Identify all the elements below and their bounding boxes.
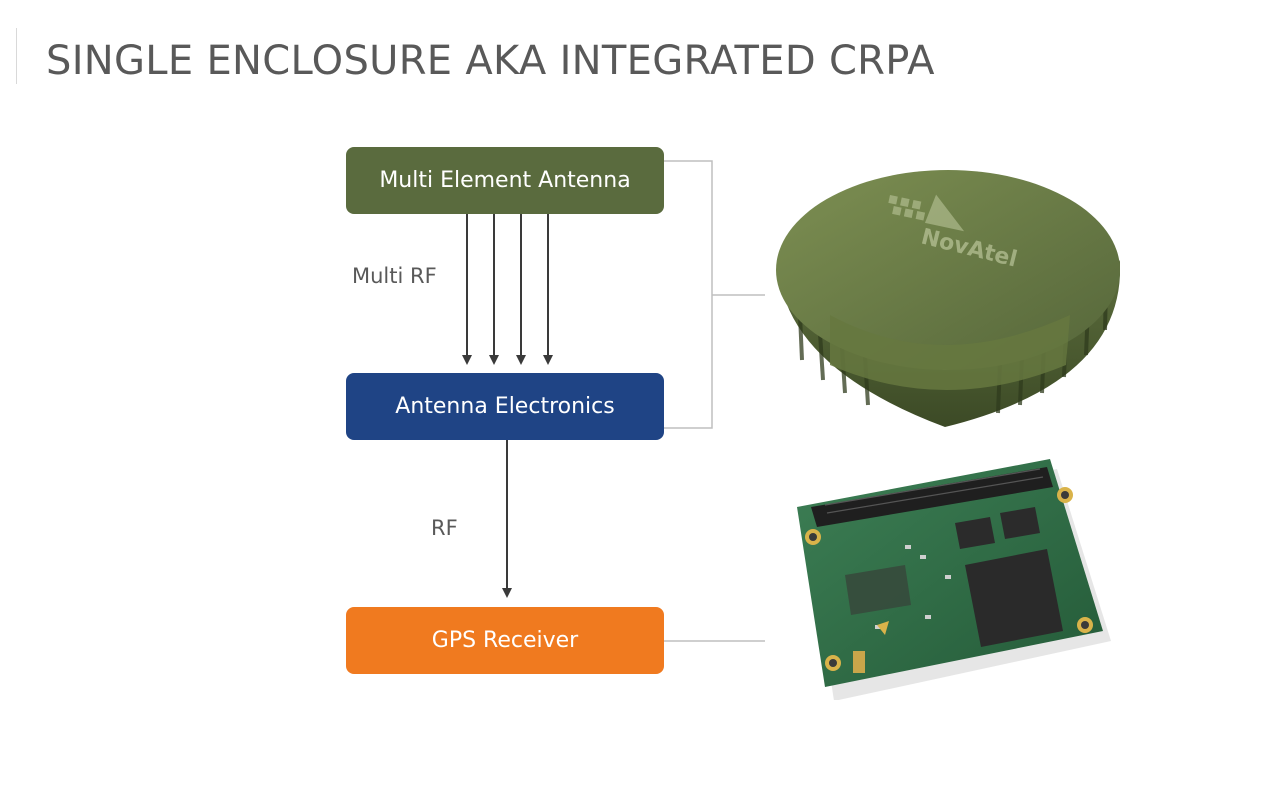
title-accent-line xyxy=(16,28,17,84)
gps-receiver-label: GPS Receiver xyxy=(431,628,579,653)
multi-rf-label: Multi RF xyxy=(352,264,437,288)
gps-receiver-board-image xyxy=(797,459,1111,700)
crpa-antenna-image: NovAtel xyxy=(776,170,1120,427)
antenna-electronics-box: Antenna Electronics xyxy=(346,373,664,440)
slide-title: SINGLE ENCLOSURE AKA INTEGRATED CRPA xyxy=(46,38,935,84)
multi-element-antenna-label: Multi Element Antenna xyxy=(379,168,631,193)
antenna-electronics-label: Antenna Electronics xyxy=(395,394,615,419)
gps-receiver-box: GPS Receiver xyxy=(346,607,664,674)
multi-element-antenna-box: Multi Element Antenna xyxy=(346,147,664,214)
enclosure-bracket xyxy=(664,160,713,429)
rf-label: RF xyxy=(431,516,458,540)
